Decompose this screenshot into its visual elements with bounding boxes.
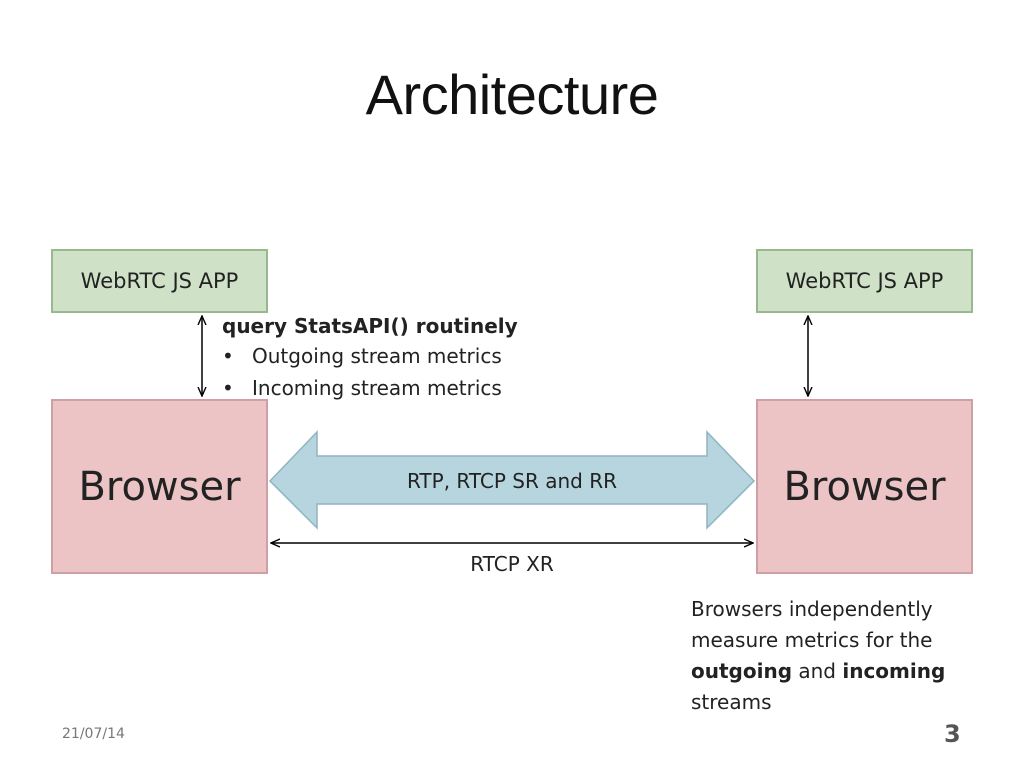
metrics-list: •Outgoing stream metrics •Incoming strea… [222,342,502,406]
note-incoming: incoming [842,659,946,683]
page-number: 3 [944,720,961,748]
note-line-2: measure metrics for the [691,628,933,652]
browser-right: Browser [756,399,973,574]
note-and: and [792,659,843,683]
slide-date: 21/07/14 [62,726,125,742]
note-line-3: outgoing and incoming [691,656,945,687]
webrtc-app-right: WebRTC JS APP [756,249,973,313]
webrtc-app-left-label: WebRTC JS APP [80,269,239,293]
bullet-outgoing: Outgoing stream metrics [252,344,502,368]
webrtc-app-left: WebRTC JS APP [51,249,268,313]
browser-right-label: Browser [783,463,946,510]
note-line-1: Browsers independently [691,597,933,621]
rtp-label: RTP, RTCP SR and RR [406,469,618,493]
slide-title: Architecture [365,63,659,126]
browsers-note: Browsers independently measure metrics f… [691,594,945,718]
list-item: •Incoming stream metrics [222,376,502,400]
note-outgoing: outgoing [691,659,793,683]
bullet-incoming: Incoming stream metrics [252,376,502,400]
rtp-block-arrow [268,430,756,530]
browser-left: Browser [51,399,268,574]
browser-left-label: Browser [78,463,241,510]
note-line-4: streams [691,690,772,714]
webrtc-app-right-label: WebRTC JS APP [785,269,944,293]
rtcp-xr-label: RTCP XR [470,552,554,576]
list-item: •Outgoing stream metrics [222,344,502,368]
query-title: query StatsAPI() routinely [222,314,518,338]
